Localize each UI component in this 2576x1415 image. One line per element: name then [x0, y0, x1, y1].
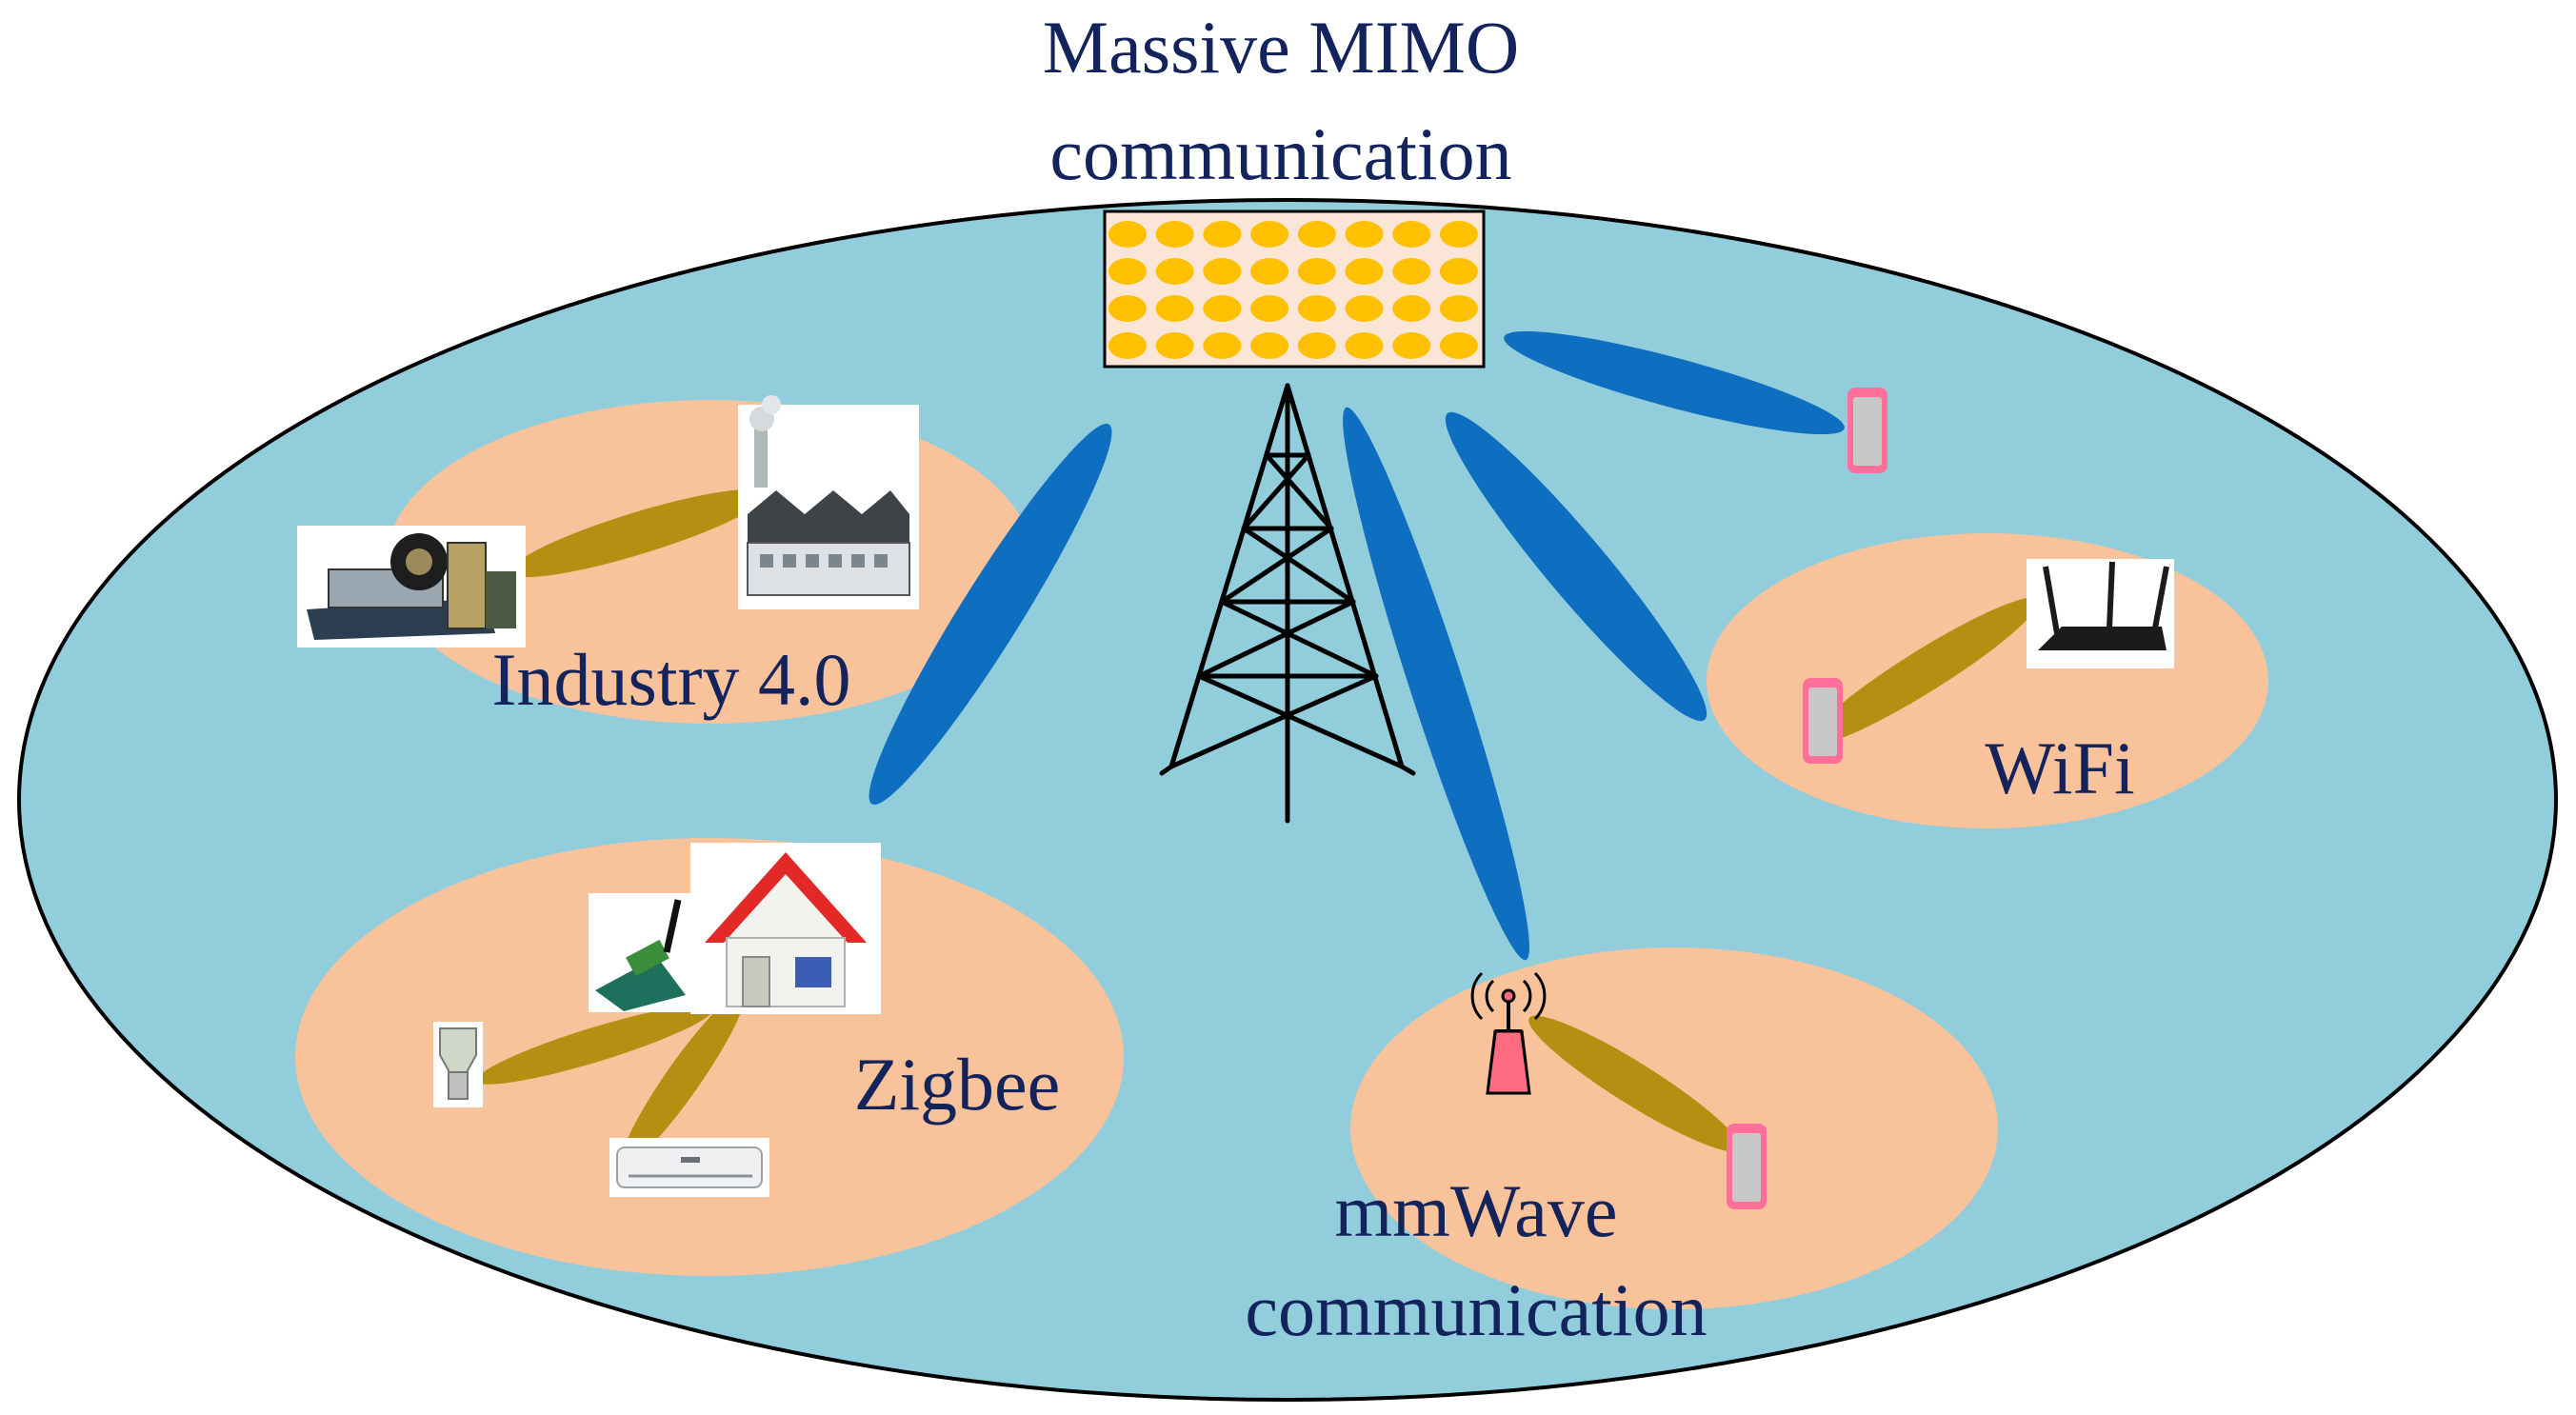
antenna-element [1392, 295, 1431, 322]
house-icon [690, 843, 881, 1014]
antenna-element [1345, 332, 1384, 359]
mmwave-label-line-2: communication [1245, 1268, 1707, 1351]
industry-label: Industry 4.0 [492, 638, 851, 721]
title-line-1: Massive MIMO [1043, 6, 1520, 89]
air-conditioner-icon [609, 1138, 769, 1197]
beam-to-zigbee [869, 423, 1112, 806]
antenna-element [1439, 221, 1478, 248]
antenna-element [1297, 295, 1336, 322]
antenna-element [1108, 258, 1147, 285]
antenna-element [1250, 258, 1289, 285]
antenna-element [1108, 295, 1147, 322]
antenna-element [1250, 221, 1289, 248]
title-line-2: communication [1049, 112, 1511, 195]
beam-to-mmwave [1343, 407, 1529, 961]
antenna-element [1297, 258, 1336, 285]
link-mmwave [1528, 1015, 1740, 1152]
local-links [476, 488, 2039, 1166]
smart-bulb-icon [433, 1022, 483, 1107]
smartphone-icon [1847, 388, 1887, 473]
antenna-element [1250, 332, 1289, 359]
antenna-element [1439, 295, 1478, 322]
mimo-antenna-array [1103, 209, 1486, 369]
wifi-router-icon [2027, 559, 2174, 668]
antenna-element [1250, 295, 1289, 322]
zigbee-board-icon [589, 893, 693, 1012]
antenna-element [1155, 221, 1194, 248]
antenna-element [1108, 221, 1147, 248]
link-wifi [1808, 597, 2039, 746]
antenna-element [1155, 258, 1194, 285]
antenna-element [1439, 258, 1478, 285]
mimo-beams [869, 330, 1845, 961]
zigbee-label: Zigbee [854, 1043, 1061, 1126]
antenna-element [1345, 295, 1384, 322]
antenna-element [1203, 258, 1242, 285]
wifi-label: WiFi [1985, 727, 2134, 809]
mmwave-antenna-icon [1470, 971, 1547, 1095]
factory-building-icon [738, 395, 919, 609]
antenna-element [1155, 332, 1194, 359]
antenna-element [1203, 332, 1242, 359]
antenna-element [1392, 332, 1431, 359]
antenna-element [1297, 221, 1336, 248]
antenna-element [1345, 258, 1384, 285]
antenna-element [1439, 332, 1478, 359]
antenna-element [1155, 295, 1194, 322]
antenna-element [1108, 332, 1147, 359]
antenna-element [1392, 221, 1431, 248]
smartphone-icon [1803, 678, 1843, 764]
link-zigbee-bulb [476, 1005, 714, 1085]
mmwave-label-line-1: mmWave [1335, 1169, 1618, 1252]
antenna-element [1203, 221, 1242, 248]
antenna-element [1297, 332, 1336, 359]
factory-machine-icon [297, 526, 526, 648]
smartphone-icon [1727, 1124, 1767, 1209]
link-zigbee-ac [621, 992, 745, 1166]
antenna-element [1203, 295, 1242, 322]
beam-to-wifi-phone [1445, 411, 1707, 722]
antenna-element [1345, 221, 1384, 248]
beam-to-far-phone [1504, 330, 1845, 435]
tower-icon [1159, 383, 1416, 824]
link-industry [509, 488, 767, 578]
antenna-element [1392, 258, 1431, 285]
